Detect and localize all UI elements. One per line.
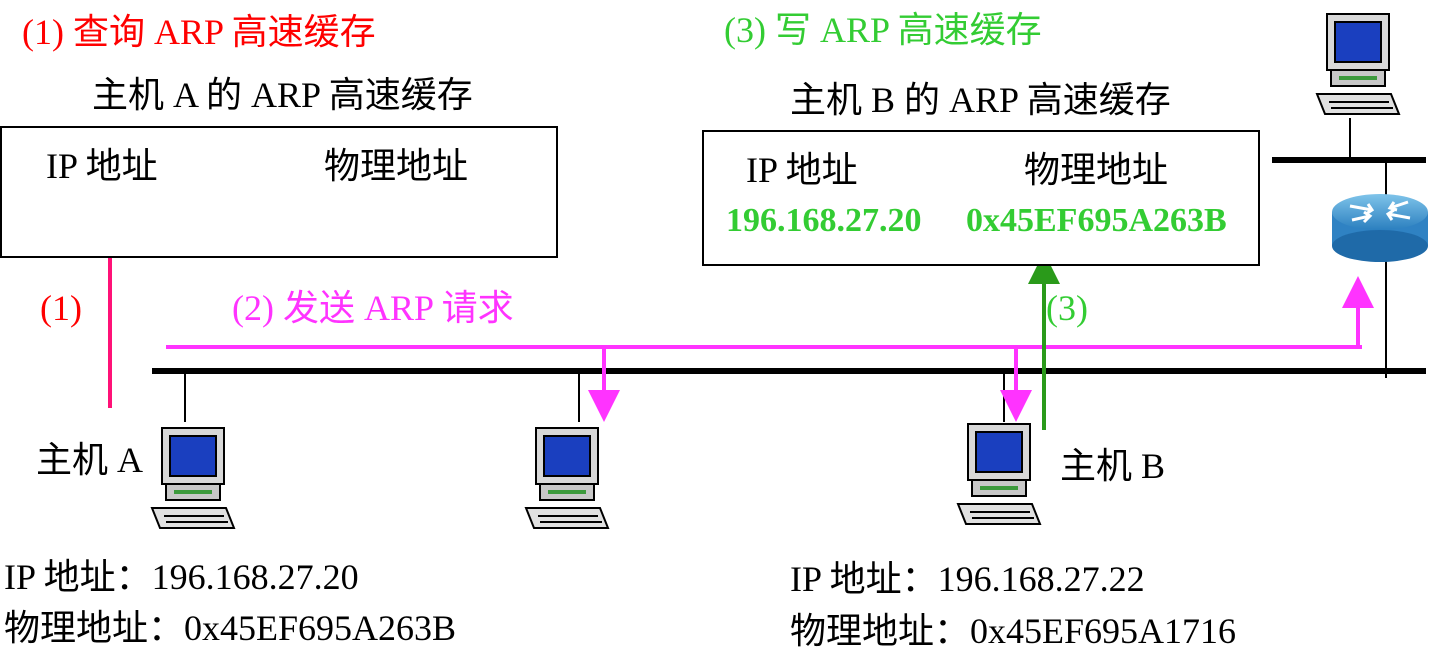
- cache-a-col-ip: IP 地址: [46, 146, 158, 186]
- step1-marker: (1): [40, 288, 82, 328]
- cache-a-table: IP 地址 物理地址: [0, 126, 558, 258]
- cache-b-title: 主机 B 的 ARP 高速缓存: [790, 80, 1171, 120]
- cache-b-col-ip: IP 地址: [746, 150, 858, 190]
- cache-b-entry-ip: 196.168.27.20: [726, 202, 922, 239]
- computer-icon: [524, 427, 610, 529]
- host-b-ip: IP 地址：196.168.27.22: [790, 559, 1145, 599]
- computer-icon: [1315, 13, 1401, 115]
- computer-icon: [150, 427, 236, 529]
- step3-marker: (3): [1046, 288, 1088, 328]
- host-a-ip: IP 地址：196.168.27.20: [4, 557, 359, 597]
- router-icon: [1332, 194, 1428, 262]
- host-a-mac: 物理地址：0x45EF695A263B: [4, 608, 457, 648]
- cache-a-col-mac: 物理地址: [324, 146, 469, 186]
- cache-b-table: IP 地址 物理地址 196.168.27.20 0x45EF695A263B: [702, 130, 1260, 266]
- step2-label: (2) 发送 ARP 请求: [232, 288, 514, 328]
- cache-b-col-mac: 物理地址: [1024, 150, 1169, 190]
- host-a-label: 主机 A: [36, 440, 143, 480]
- cache-b-entry-mac: 0x45EF695A263B: [966, 202, 1227, 239]
- cache-a-title: 主机 A 的 ARP 高速缓存: [92, 75, 473, 115]
- host-b-mac: 物理地址：0x45EF695A1716: [790, 611, 1237, 651]
- step1-title: (1) 查询 ARP 高速缓存: [22, 12, 376, 52]
- step3-title: (3) 写 ARP 高速缓存: [724, 10, 1042, 50]
- host-b-label: 主机 B: [1060, 446, 1166, 486]
- computer-icon: [956, 423, 1042, 525]
